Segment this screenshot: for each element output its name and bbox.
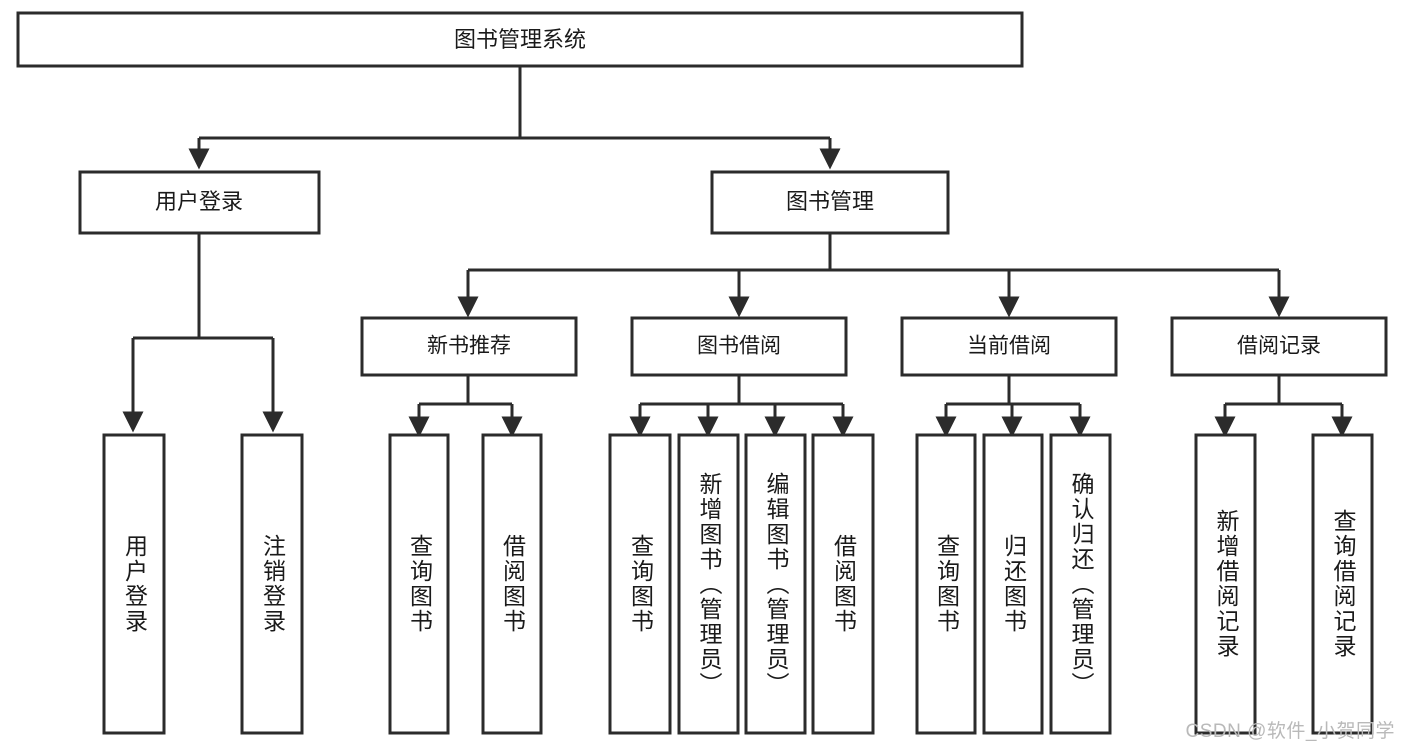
leaf-query-book-3-box[interactable] [915,433,977,735]
borrow-record-box[interactable] [1170,316,1388,377]
leaf-confirm-return-box[interactable] [1049,433,1112,735]
leaf-user-login-box[interactable] [102,433,166,735]
edge-group [122,66,1353,438]
book-borrow-box[interactable] [630,316,848,377]
leaf-add-record-box[interactable] [1194,433,1257,735]
book-manage-label: 图书管理 [786,189,874,214]
node-user-login[interactable]: 用户登录 [78,170,321,235]
node-new-book-rec[interactable]: 新书推荐 [360,316,578,377]
user-login-label: 用户登录 [155,189,243,214]
node-root[interactable]: 图书管理系统 [16,11,1024,68]
borrow-record-label: 借阅记录 [1237,335,1321,358]
book-borrow-label: 图书借阅 [697,335,781,358]
leaf-borrow-book-1-box[interactable] [481,433,543,735]
node-book-borrow[interactable]: 图书借阅 [630,316,848,377]
new-book-rec-label: 新书推荐 [427,335,511,358]
leaf-add-book-box[interactable] [677,433,740,735]
leaf-logout-box[interactable] [240,433,304,735]
current-borrow-box[interactable] [900,316,1118,377]
new-book-rec-box[interactable] [360,316,578,377]
node-book-manage[interactable]: 图书管理 [710,170,950,235]
leaf-query-record-box[interactable] [1311,433,1374,735]
node-borrow-record[interactable]: 借阅记录 [1170,316,1388,377]
node-current-borrow[interactable]: 当前借阅 [900,316,1118,377]
root-box[interactable] [16,11,1024,68]
user-login-box[interactable] [78,170,321,235]
leaf-borrow-book-2-box[interactable] [811,433,875,735]
leaf-query-book-1-box[interactable] [388,433,450,735]
current-borrow-label: 当前借阅 [967,335,1051,358]
leaf-edit-book-box[interactable] [744,433,807,735]
leaf-return-book-box[interactable] [982,433,1044,735]
leaf-query-book-2-box[interactable] [608,433,672,735]
book-manage-box[interactable] [710,170,950,235]
root-label: 图书管理系统 [454,27,586,52]
